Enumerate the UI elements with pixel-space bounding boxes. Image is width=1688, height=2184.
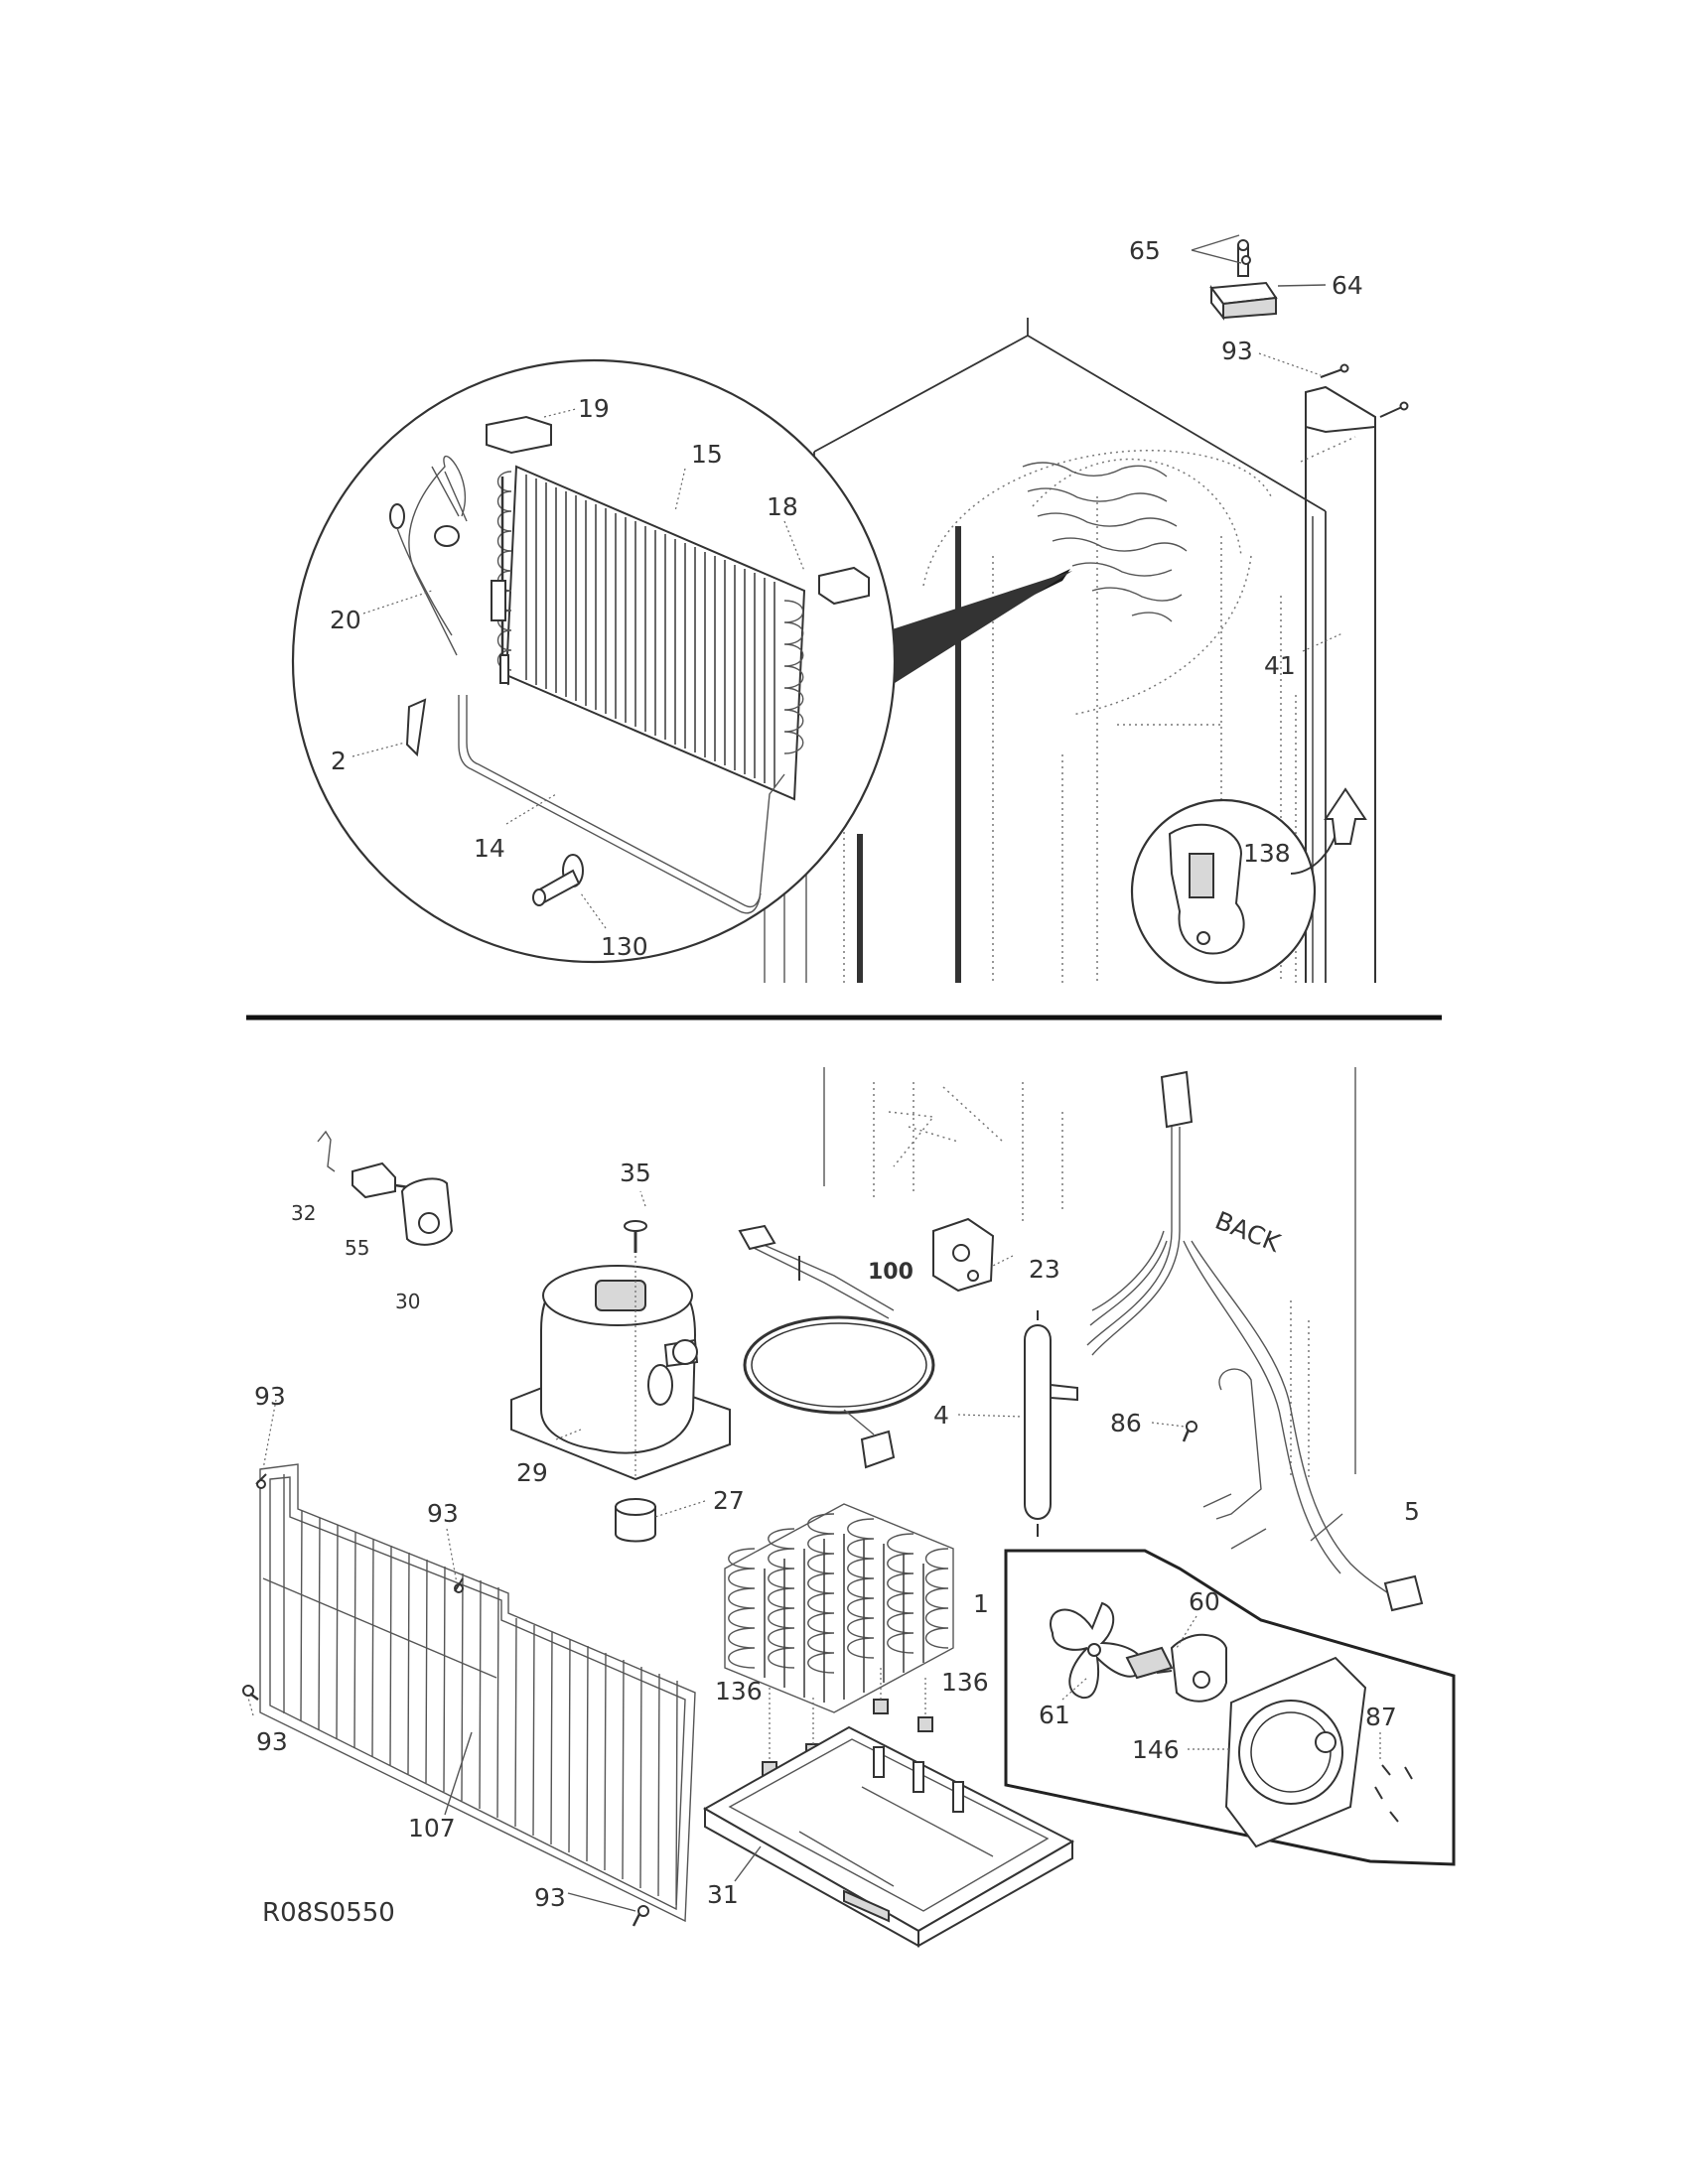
callout-32: 32 — [291, 1201, 316, 1225]
power-cord-100 — [738, 1224, 935, 1469]
callout-41: 41 — [1264, 651, 1296, 680]
callout-19: 19 — [578, 394, 610, 423]
callout-107: 107 — [408, 1814, 456, 1843]
fan-shroud-146 — [1224, 1656, 1367, 1848]
callout-64: 64 — [1332, 271, 1363, 300]
insulation-block-19 — [486, 415, 552, 455]
callout-93-lower: 93 — [256, 1727, 288, 1756]
screws-93-lower — [242, 1473, 649, 1927]
terminal-block-23 — [932, 1217, 995, 1293]
callout-55: 55 — [345, 1236, 369, 1260]
screws-87 — [1374, 1764, 1413, 1823]
callout-5: 5 — [1404, 1497, 1420, 1526]
plug-130 — [532, 854, 584, 906]
sensor-20 — [389, 455, 468, 656]
callout-93-bottom: 93 — [534, 1883, 566, 1912]
callout-136-left: 136 — [715, 1677, 763, 1706]
callout-35: 35 — [620, 1159, 651, 1187]
fan-motor-60 — [1125, 1633, 1227, 1703]
callout-14: 14 — [474, 834, 505, 863]
wiring-harness-5 — [1086, 1070, 1424, 1612]
callout-100: 100 — [868, 1260, 914, 1285]
callout-27: 27 — [713, 1486, 745, 1515]
callout-87: 87 — [1365, 1703, 1397, 1731]
callout-136-right: 136 — [941, 1668, 989, 1697]
screw-35 — [624, 1220, 647, 1479]
condenser-zoom-circle — [291, 358, 897, 964]
grille-107 — [259, 1463, 696, 1923]
callout-20: 20 — [330, 606, 361, 634]
callout-93-mid: 93 — [427, 1499, 459, 1528]
callout-31: 31 — [707, 1880, 739, 1909]
screw-86 — [1182, 1421, 1197, 1442]
callout-30: 30 — [395, 1290, 420, 1313]
drain-tube-14 — [458, 695, 785, 914]
compressor-29 — [510, 1265, 731, 1481]
callout-4: 4 — [933, 1401, 949, 1430]
callout-23: 23 — [1029, 1255, 1060, 1284]
callout-86: 86 — [1110, 1409, 1142, 1437]
leader-lines — [247, 234, 1381, 1912]
callout-15: 15 — [691, 440, 723, 469]
callout-labels: 65 64 93 19 15 18 20 41 2 14 138 130 32 … — [254, 236, 1420, 1928]
callout-61: 61 — [1039, 1701, 1070, 1729]
callout-138: 138 — [1243, 839, 1291, 868]
base-tray-31 — [702, 1725, 1075, 1948]
callout-18: 18 — [767, 492, 798, 521]
callout-130: 130 — [601, 932, 648, 961]
clip-2 — [405, 698, 427, 757]
callout-1: 1 — [973, 1589, 989, 1618]
fan-blade-61 — [1050, 1601, 1144, 1700]
fan-assembly-box — [1004, 1549, 1456, 1866]
condenser-coil-1 — [724, 1503, 954, 1713]
insulation-block-18 — [818, 566, 870, 606]
filter-drier-4 — [1024, 1310, 1078, 1537]
relay-group-30-55 — [317, 1130, 454, 1246]
bracket-zoom-circle-138 — [1130, 787, 1367, 985]
back-label: BACK — [1211, 1206, 1285, 1258]
callout-93-left: 93 — [254, 1382, 286, 1411]
condenser-coil-15 — [491, 465, 806, 801]
callout-2: 2 — [331, 747, 347, 775]
callout-65: 65 — [1129, 236, 1161, 265]
callout-93-top: 93 — [1221, 337, 1253, 365]
callout-60: 60 — [1189, 1587, 1220, 1616]
callout-146: 146 — [1132, 1735, 1180, 1764]
callout-29: 29 — [516, 1458, 548, 1487]
diagram-code: R08S0550 — [262, 1898, 395, 1928]
screws-93-top — [1320, 363, 1409, 418]
lower-cabinet-lines — [823, 1067, 1356, 1479]
grommet-27 — [615, 1498, 656, 1543]
thermostat-control-64 — [1209, 239, 1278, 321]
